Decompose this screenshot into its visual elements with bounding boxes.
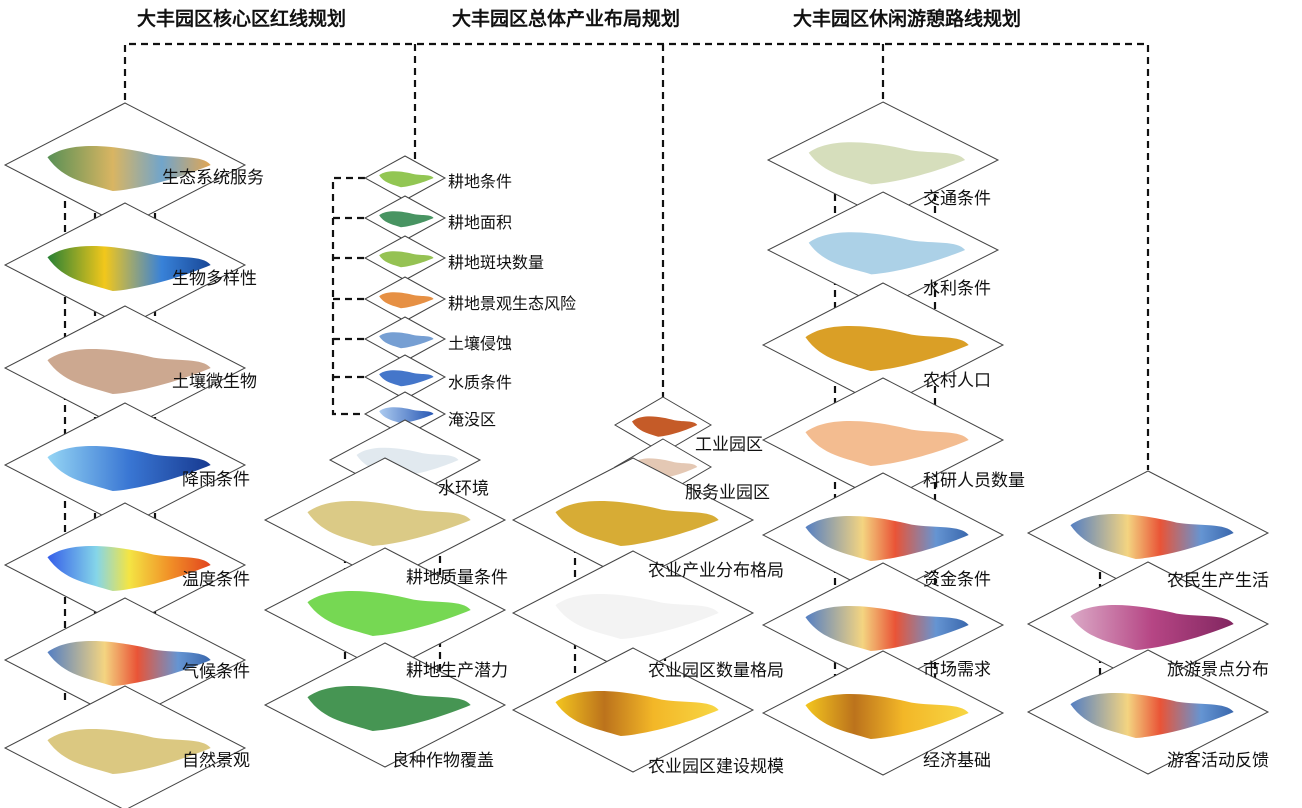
connector-col2-bracket: [331, 176, 365, 416]
map-economic-base: [761, 650, 1005, 776]
label-economic-base: 经济基础: [923, 751, 991, 771]
map-rainfall: [3, 402, 247, 528]
label-water-quality: 水质条件: [448, 373, 513, 392]
map-agri-distribution: [511, 457, 755, 583]
label-transport: 交通条件: [923, 189, 991, 209]
label-tourist-spots: 旅游景点分布: [1167, 660, 1269, 680]
label-temperature: 温度条件: [182, 570, 250, 590]
label-market-demand: 市场需求: [923, 660, 991, 680]
map-climate: [3, 597, 247, 723]
map-funding: [761, 472, 1005, 598]
map-soil-microbes: [3, 305, 247, 431]
label-agri-park-count: 农业园区数量格局: [648, 661, 784, 681]
label-service-park: 服务业园区: [685, 483, 770, 503]
title-leisure-route: 大丰园区休闲游憩路线规划: [793, 8, 1022, 30]
map-researchers: [761, 377, 1005, 503]
label-landscape-eco-risk: 耕地景观生态风险: [448, 294, 577, 313]
map-landscape-eco-risk: [363, 276, 447, 322]
label-farmland-patches: 耕地斑块数量: [448, 253, 545, 272]
label-agri-distribution: 农业产业分布格局: [648, 561, 784, 581]
label-crop-coverage: 良种作物覆盖: [392, 751, 494, 771]
label-farmer-life: 农民生产生活: [1167, 571, 1269, 591]
map-temperature: [3, 502, 247, 628]
map-visitor-feedback: [1026, 649, 1270, 775]
map-crop-coverage: [263, 642, 507, 768]
label-soil-erosion: 土壤侵蚀: [448, 334, 513, 353]
map-market-demand: [761, 562, 1005, 688]
label-rural-population: 农村人口: [923, 371, 991, 391]
map-layers: [3, 101, 1270, 808]
map-flood-zone: [363, 391, 447, 437]
label-farmland-area: 耕地面积: [448, 213, 513, 232]
label-farmland-quality: 耕地质量条件: [406, 568, 508, 588]
label-farmland-condition: 耕地条件: [448, 172, 513, 191]
label-visitor-feedback: 游客活动反馈: [1167, 751, 1269, 771]
label-funding: 资金条件: [923, 570, 991, 590]
map-farmland-patches: [363, 235, 447, 281]
map-tourist-spots: [1026, 561, 1270, 687]
map-natural-landscape: [3, 685, 247, 808]
map-farmland-condition: [363, 155, 447, 201]
label-biodiversity: 生物多样性: [172, 269, 257, 289]
map-farmland-area: [363, 195, 447, 241]
map-farmland-potential: [263, 547, 507, 673]
map-industrial-park: [614, 396, 712, 454]
label-agri-park-scale: 农业园区建设规模: [648, 757, 784, 777]
connector-top-bracket: [123, 42, 1150, 470]
map-agri-park-scale: [511, 647, 755, 773]
label-farmland-potential: 耕地生产潜力: [406, 661, 508, 681]
map-irrigation: [766, 191, 1000, 309]
map-biodiversity: [3, 202, 247, 328]
map-rural-population: [761, 282, 1005, 408]
label-ecosystem-services: 生态系统服务: [162, 168, 264, 188]
map-agri-park-count: [511, 550, 755, 676]
map-ecosystem-services: [3, 102, 247, 228]
title-core-redline: 大丰园区核心区红线规划: [137, 8, 347, 30]
title-industry-layout: 大丰园区总体产业布局规划: [452, 8, 681, 30]
label-soil-microbes: 土壤微生物: [172, 372, 257, 392]
label-water-environment: 水环境: [438, 479, 489, 499]
label-rainfall: 降雨条件: [182, 470, 250, 490]
label-researchers: 科研人员数量: [923, 471, 1025, 491]
map-soil-erosion: [363, 316, 447, 362]
label-climate: 气候条件: [182, 662, 250, 682]
label-industrial-park: 工业园区: [695, 435, 763, 455]
label-flood-zone: 淹没区: [448, 410, 497, 429]
label-irrigation: 水利条件: [923, 279, 991, 299]
label-natural-landscape: 自然景观: [182, 751, 250, 771]
